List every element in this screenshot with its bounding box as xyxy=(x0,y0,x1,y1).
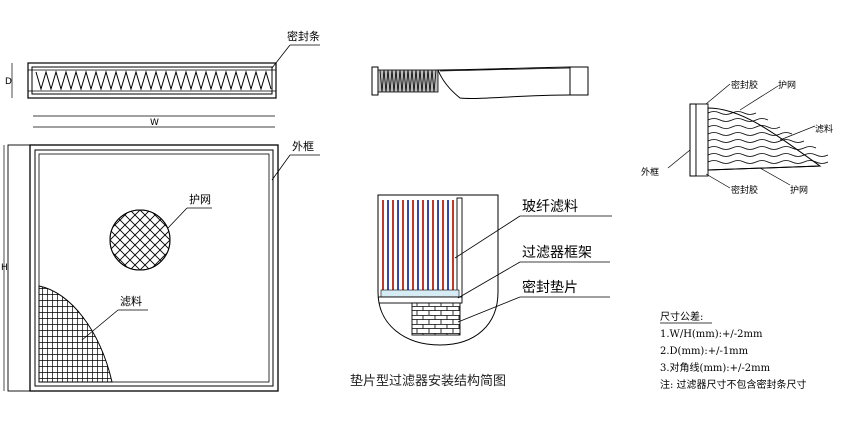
dim-w-label: W xyxy=(150,118,159,128)
top-view: D 密封条 xyxy=(5,29,320,99)
media-label: 滤料 xyxy=(120,294,142,308)
glass-fiber-media-label: 玻纤滤料 xyxy=(522,199,578,215)
gasket-side-piece xyxy=(371,66,589,99)
sealant-top-label: 密封胶 xyxy=(731,79,758,91)
seal-strip-label: 密封条 xyxy=(287,29,320,43)
side-section-view: 密封胶 护网 滤料 外框 密封胶 护网 xyxy=(641,79,833,196)
front-view: W H 护网 滤料 外框 xyxy=(1,115,320,392)
tolerance-line: 2.D(mm):+/-1mm xyxy=(660,346,749,357)
filter-frame-label: 过滤器框架 xyxy=(522,245,592,261)
dim-d-label: D xyxy=(5,77,12,87)
tolerance-line: 注: 过滤器尺寸不包含密封条尺寸 xyxy=(660,378,807,391)
outer-frame-label: 外框 xyxy=(292,140,314,153)
tolerance-line: 3.对角线(mm):+/-2mm xyxy=(660,361,771,374)
sealant-bottom-label: 密封胶 xyxy=(731,184,758,196)
diagram-caption: 垫片型过滤器安装结构简图 xyxy=(350,373,506,389)
tolerance-notes: 尺寸公差: 1.W/H(mm):+/-2mm 2.D(mm):+/-1mm 3.… xyxy=(660,310,807,391)
mesh-label: 护网 xyxy=(189,192,211,206)
tolerance-title: 尺寸公差: xyxy=(660,310,703,323)
mesh-bottom-label: 护网 xyxy=(790,184,808,196)
gasket-detail: 玻纤滤料 过滤器框架 密封垫片 垫片型过滤器安装结构简图 xyxy=(350,194,612,389)
dim-h-label: H xyxy=(1,263,8,273)
seal-gasket-label: 密封垫片 xyxy=(522,279,578,296)
tolerance-line: 1.W/H(mm):+/-2mm xyxy=(660,329,763,340)
mesh-top-label: 护网 xyxy=(778,79,796,91)
side-media-label: 滤料 xyxy=(815,123,833,135)
side-outer-frame-label: 外框 xyxy=(641,166,659,178)
